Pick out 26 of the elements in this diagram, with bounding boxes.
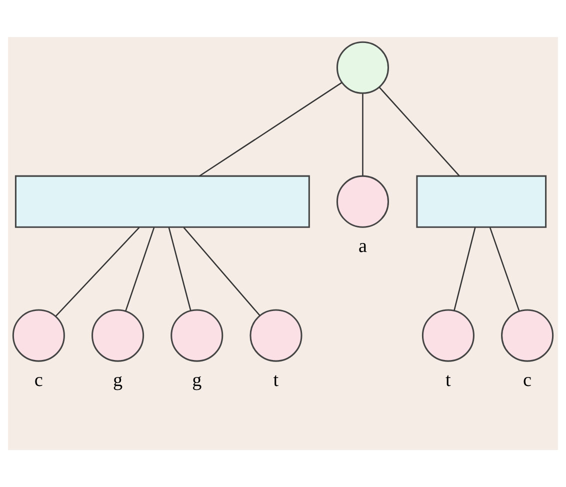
- connector: [199, 82, 342, 177]
- node-circle: [92, 309, 144, 362]
- node-circle: [422, 309, 474, 362]
- node-circle: [336, 175, 390, 228]
- connector: [362, 94, 364, 176]
- node-label: c: [34, 370, 43, 391]
- node-circle: [250, 309, 302, 362]
- node-label: g: [192, 370, 202, 391]
- node-label: t: [273, 370, 279, 391]
- node-box: [416, 175, 547, 228]
- node-label: c: [523, 370, 532, 391]
- node-label: g: [113, 370, 123, 391]
- connector: [55, 227, 140, 316]
- connector: [125, 227, 155, 312]
- connector: [454, 227, 476, 311]
- node-circle: [336, 41, 390, 94]
- connector: [378, 86, 460, 176]
- node-circle: [170, 309, 224, 362]
- node-label: t: [446, 370, 451, 391]
- connector: [489, 227, 520, 312]
- node-box: [14, 175, 310, 228]
- node-circle: [12, 309, 65, 362]
- node-circle: [501, 309, 554, 362]
- connector: [168, 227, 192, 311]
- node-label: a: [358, 236, 367, 257]
- connector: [183, 227, 260, 316]
